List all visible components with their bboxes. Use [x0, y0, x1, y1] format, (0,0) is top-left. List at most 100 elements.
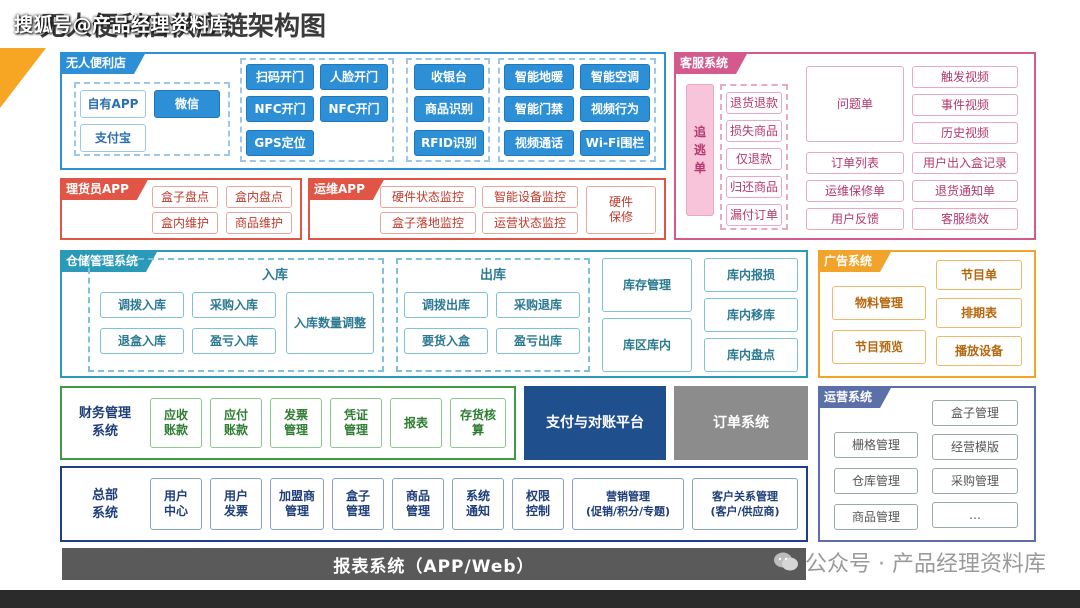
inbound-surplus: 盈亏入库 [192, 328, 276, 354]
hq-goods-mgmt: 商品管理 [392, 478, 444, 530]
service-maint-ticket: 运维保修单 [806, 180, 904, 202]
service-event-video: 事件视频 [912, 94, 1018, 116]
wechat-account-text: 公众号 · 产品经理资料库 [805, 552, 1046, 577]
hq-sys-notice: 系统通知 [452, 478, 504, 530]
door-scan: 扫码开门 [246, 64, 314, 90]
clerk-section: 理货员APP 盒子盘点 盒内盘点 盒内维护 商品维护 [60, 178, 302, 240]
corner-accent-triangle [0, 48, 46, 108]
ops-more: … [932, 502, 1018, 528]
checkout-recognition: 商品识别 [414, 96, 484, 122]
finance-receivable: 应收账款 [150, 398, 202, 448]
hq-label: 总部系统 [91, 488, 118, 521]
inbound-box-return: 退盒入库 [100, 328, 184, 354]
ops-device-monitor: 智能设备监控 [482, 186, 578, 208]
hq-user-center: 用户中心 [150, 478, 202, 530]
finance-payable: 应付账款 [210, 398, 262, 448]
entry-wechat: 微信 [154, 90, 220, 118]
ops-hw-monitor: 硬件状态监控 [380, 186, 476, 208]
hq-marketing: 营销管理 (促销/积分/专题) [572, 478, 684, 530]
watermark-text: 搜狐号@产品经理资料库 [14, 14, 229, 36]
service-kpi: 客服绩效 [912, 208, 1018, 230]
service-tag: 客服系统 [674, 52, 748, 74]
service-col1-group [720, 84, 788, 230]
finance-section: 财务管理系统 应收账款 应付账款 发票管理 凭证管理 报表 存货核算 [60, 386, 516, 460]
ops-box-monitor: 盒子落地监控 [380, 212, 476, 234]
hq-box-mgmt: 盒子管理 [332, 478, 384, 530]
ops-section: 运维APP 硬件状态监控 智能设备监控 盒子落地监控 运营状态监控 硬件保修 [308, 178, 666, 240]
outbound-fill-box: 要货入盒 [404, 328, 488, 354]
page-title: 无人便利店供应链架构图 [40, 12, 327, 42]
smart-video-call: 视频通话 [504, 130, 574, 156]
finance-invoice: 发票管理 [270, 398, 322, 448]
door-nfc-2: NFC开门 [320, 96, 388, 122]
outbound-purchase-return: 采购退库 [496, 292, 580, 318]
smart-video-behavior: 视频行为 [580, 96, 650, 122]
service-trigger-video: 触发视频 [912, 66, 1018, 88]
operations-tag: 运营系统 [818, 386, 892, 408]
hq-section: 总部系统 用户中心 用户发票 加盟商管理 盒子管理 商品管理 系统通知 权限控制… [60, 466, 808, 542]
ads-section: 广告系统 物料管理 节目预览 节目单 排期表 播放设备 [818, 250, 1036, 378]
payment-platform: 支付与对账平台 [524, 386, 666, 460]
hq-franchisee: 加盟商管理 [270, 478, 324, 530]
wechat-watermark: 公众号 · 产品经理资料库 [773, 546, 1046, 578]
finance-report: 报表 [390, 398, 442, 448]
inbound-transfer: 调拨入库 [100, 292, 184, 318]
order-system: 订单系统 [674, 386, 808, 460]
inventory-count: 库内盘点 [704, 338, 798, 372]
checkout-rfid: RFID识别 [414, 130, 484, 156]
ops-run-monitor: 运营状态监控 [482, 212, 578, 234]
ads-player-device: 播放设备 [936, 336, 1022, 366]
entry-app: 自有APP [80, 90, 146, 118]
ops-business-template: 经营模版 [932, 434, 1018, 460]
store-section: 无人便利店 自有APP 微信 支付宝 扫码开门 人脸开门 NFC开门 NFC开门… [60, 52, 666, 170]
service-refund-return: 退货退款 [726, 92, 782, 114]
finance-voucher: 凭证管理 [330, 398, 382, 448]
ads-tag: 广告系统 [818, 250, 892, 272]
outbound-transfer: 调拨出库 [404, 292, 488, 318]
ads-schedule: 排期表 [936, 298, 1022, 328]
service-section: 客服系统 追逃单 退货退款 损失商品 仅退款 归还商品 漏付订单 问题单 订单列… [674, 52, 1036, 240]
clerk-box-count: 盒子盘点 [152, 186, 218, 208]
service-lost-goods: 损失商品 [726, 120, 782, 142]
clerk-goods-maint: 商品维护 [226, 212, 292, 234]
ads-program-list: 节目单 [936, 260, 1022, 290]
outbound-title: 出库 [480, 268, 507, 283]
inbound-title: 入库 [262, 268, 289, 283]
service-missed-payment: 漏付订单 [726, 204, 782, 226]
clerk-inbox-count: 盒内盘点 [226, 186, 292, 208]
wechat-icon [773, 551, 799, 573]
smart-access: 智能门禁 [504, 96, 574, 122]
store-tag: 无人便利店 [60, 52, 146, 74]
service-history-video: 历史视频 [912, 122, 1018, 144]
ops-purchase-mgmt: 采购管理 [932, 468, 1018, 494]
smart-floor-heat: 智能地暖 [504, 64, 574, 90]
outbound-group [396, 258, 590, 372]
operations-section: 运营系统 栅格管理 仓库管理 商品管理 盒子管理 经营模版 采购管理 … [818, 386, 1036, 542]
smart-wifi-fence: Wi-Fi围栏 [580, 130, 650, 156]
checkout-group [406, 58, 490, 162]
service-user-entry-log: 用户出入盒记录 [912, 152, 1018, 174]
door-face: 人脸开门 [320, 64, 388, 90]
finance-label: 财务管理系统 [78, 406, 131, 439]
service-order-list: 订单列表 [806, 152, 904, 174]
report-system-bar: 报表系统（APP/Web） [62, 548, 806, 580]
inbound-qty-adjust: 入库数量调整 [286, 292, 374, 354]
inventory-mgmt: 库存管理 [602, 258, 692, 312]
entry-group [74, 82, 230, 156]
service-return-notice: 退货通知单 [912, 180, 1018, 202]
ops-grid-mgmt: 栅格管理 [834, 432, 918, 458]
inventory-damage: 库内报损 [704, 258, 798, 292]
ads-preview: 节目预览 [832, 330, 926, 364]
ops-tag: 运维APP [308, 178, 385, 200]
door-gps: GPS定位 [246, 130, 314, 156]
checkout-counter: 收银台 [414, 64, 484, 90]
inventory-move: 库内移库 [704, 298, 798, 332]
bottom-bar [0, 590, 1080, 608]
clerk-inbox-maint: 盒内维护 [152, 212, 218, 234]
service-return-goods: 归还商品 [726, 176, 782, 198]
outbound-deficit: 盈亏出库 [496, 328, 580, 354]
inbound-purchase: 采购入库 [192, 292, 276, 318]
hq-user-invoice: 用户发票 [210, 478, 262, 530]
ops-hw-warranty: 硬件保修 [586, 186, 656, 234]
hq-crm: 客户关系管理 (客户/供应商) [692, 478, 798, 530]
